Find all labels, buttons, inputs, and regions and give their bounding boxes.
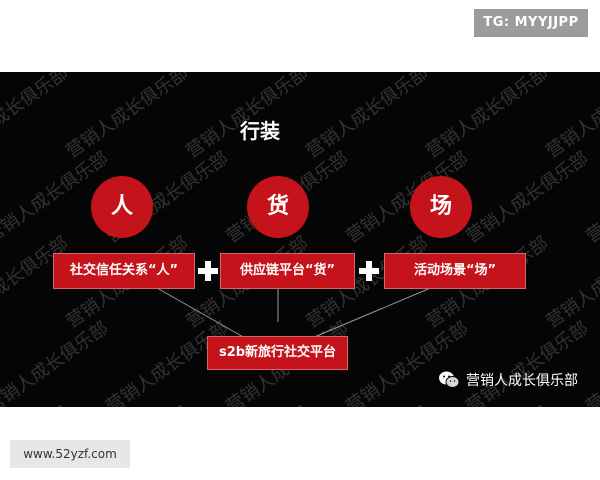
box-supply-chain: 供应链平台“货” bbox=[220, 253, 355, 289]
circle-ren: 人 bbox=[91, 176, 153, 238]
connector-lines bbox=[149, 283, 441, 339]
brand-label: 营销人成长俱乐部 bbox=[466, 373, 578, 389]
site-url-badge: www.52yzf.com bbox=[10, 440, 130, 468]
plus-icon bbox=[198, 261, 218, 281]
circle-chang: 场 bbox=[410, 176, 472, 238]
box-social-trust: 社交信任关系“人” bbox=[53, 253, 195, 289]
slide-title: 行装 bbox=[240, 119, 280, 143]
circle-huo: 货 bbox=[247, 176, 309, 238]
box-activity-scene: 活动场景“场” bbox=[384, 253, 526, 289]
wechat-icon bbox=[439, 371, 460, 388]
slide-image: 营销人成长俱乐部营销人成长俱乐部营销人成长俱乐部营销人成长俱乐部营销人成长俱乐部… bbox=[0, 72, 600, 407]
tg-badge: TG: MYYJJPP bbox=[474, 9, 588, 37]
plus-icon bbox=[359, 261, 379, 281]
brand-watermark: 营销人成长俱乐部 bbox=[438, 368, 578, 392]
box-s2b-platform: s2b新旅行社交平台 bbox=[207, 336, 348, 370]
